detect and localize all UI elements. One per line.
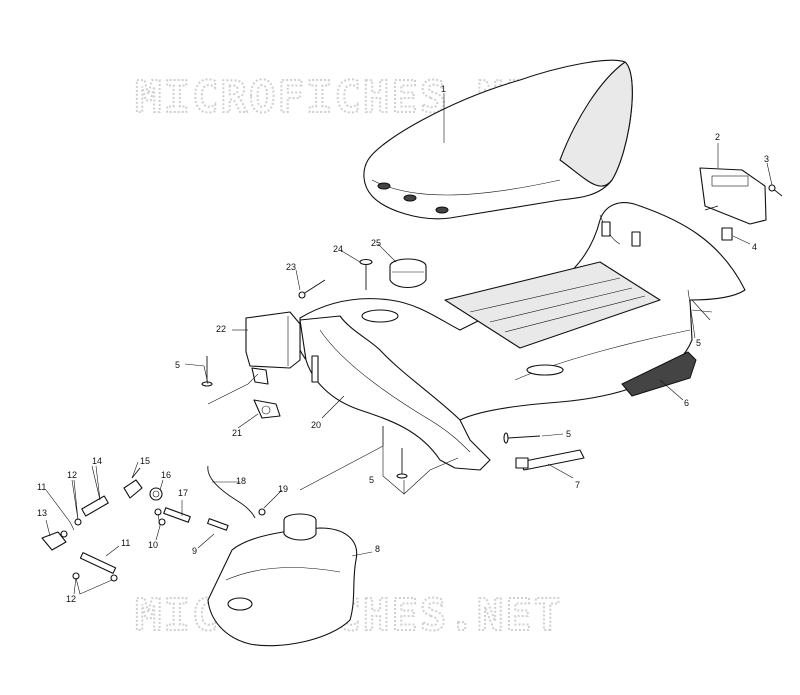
clamps-10-part: [154, 508, 166, 526]
fuel-opening-part: [361, 309, 399, 323]
callout-18: 18: [236, 476, 246, 486]
strap-7-part: [515, 449, 585, 471]
hose-9-part: [207, 518, 229, 531]
callout-20: 20: [311, 420, 321, 430]
clamp-19-part: [258, 508, 266, 516]
callout-23: 23: [286, 262, 296, 272]
callout-6: 6: [684, 398, 689, 408]
callout-21: 21: [232, 428, 242, 438]
callout-11: 11: [37, 482, 46, 492]
leader-lines: [45, 93, 773, 595]
callout-12: 12: [66, 594, 76, 604]
callout-4: 4: [752, 242, 757, 252]
side-rail-20-part: [299, 315, 491, 471]
valve-13-part: [41, 530, 68, 551]
callout-10: 10: [148, 540, 158, 550]
callout-1: 1: [441, 84, 446, 94]
clip-part: [721, 227, 733, 241]
callout-24: 24: [333, 244, 343, 254]
hose-17-part: [163, 507, 191, 523]
rivet-5-left: [201, 356, 213, 387]
hose-11-part: [79, 552, 117, 574]
seat-part: [363, 59, 633, 220]
callout-25: 25: [371, 238, 381, 248]
hose-18-part: [207, 465, 256, 519]
screw-part: [768, 184, 783, 197]
callout-5: 5: [175, 360, 180, 370]
callout-16: 16: [161, 470, 171, 480]
fuel-tank-8-part: [207, 513, 358, 647]
callout-9: 9: [192, 546, 197, 556]
callout-12: 12: [67, 470, 77, 480]
callout-15: 15: [140, 456, 150, 466]
fastener-24-part: [359, 258, 373, 290]
callout-19: 19: [278, 484, 288, 494]
grab-strip-6-part: [621, 351, 697, 397]
callout-11: 11: [121, 538, 130, 548]
rivet-5-handle: [503, 432, 541, 444]
filter-14-part: [81, 495, 109, 517]
rivet-5-center: [396, 448, 408, 479]
callout-3: 3: [764, 154, 769, 164]
fitting-16-part: [149, 487, 163, 501]
callout-5: 5: [696, 338, 701, 348]
fuel-cap-part: [389, 258, 427, 289]
side-panel-22-part: [245, 311, 301, 385]
seat-latch-bracket-part: [699, 167, 767, 225]
bracket-21-part: [253, 399, 281, 419]
callout-5: 5: [369, 475, 374, 485]
callout-13: 13: [37, 508, 47, 518]
fastener-23-part: [298, 279, 326, 299]
fitting-15-part: [123, 467, 143, 499]
callout-2: 2: [715, 132, 720, 142]
callout-14: 14: [92, 456, 102, 466]
callout-17: 17: [178, 488, 188, 498]
callout-8: 8: [375, 544, 380, 554]
callout-22: 22: [216, 324, 226, 334]
callout-5: 5: [566, 429, 571, 439]
callout-7: 7: [575, 480, 580, 490]
